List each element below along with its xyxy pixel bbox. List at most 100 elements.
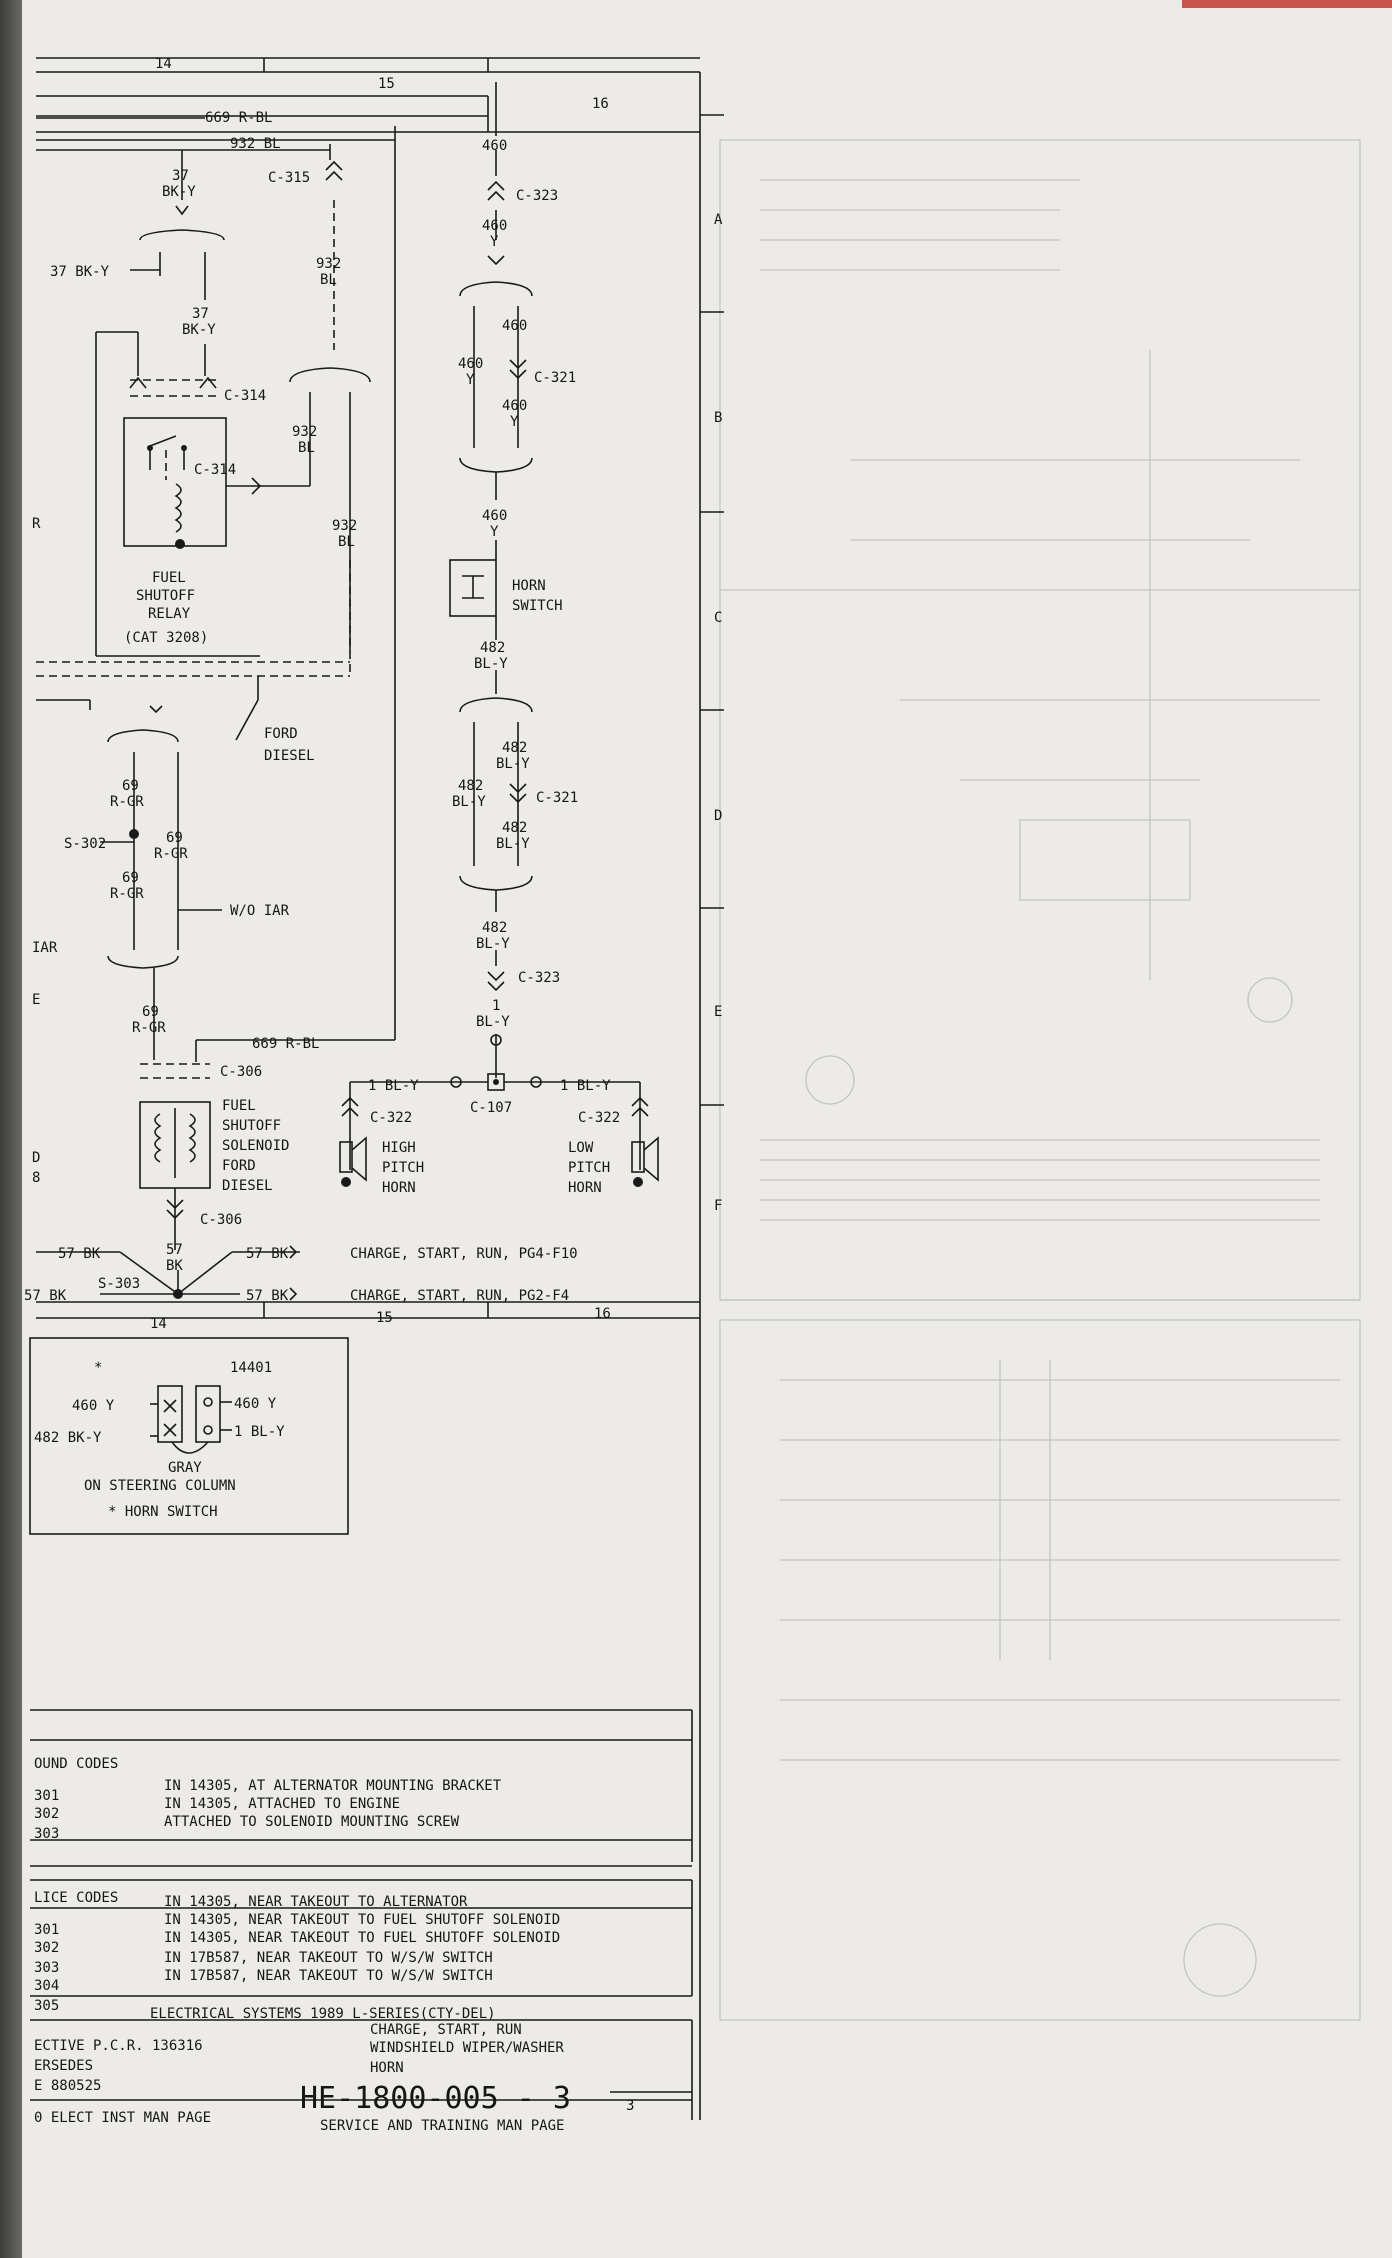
ground-text-303: ATTACHED TO SOLENOID MOUNTING SCREW xyxy=(164,1814,460,1830)
ground-code-301: 301 xyxy=(34,1788,59,1804)
title-block xyxy=(30,2019,693,2120)
splice-text-301: IN 14305, NEAR TAKEOUT TO ALTERNATOR xyxy=(164,1894,468,1910)
wire-669-r-bl-bottom: 669 R-BL xyxy=(252,1036,319,1052)
inset-horn-switch-connector xyxy=(29,1337,349,1535)
solenoid-label-1: FUEL xyxy=(222,1098,256,1114)
wire-57-bk-a: 57 BK xyxy=(246,1246,289,1262)
wire-460-top: 460 xyxy=(482,138,507,154)
left-partial-d: D xyxy=(32,1150,40,1166)
connector-c107: C-107 xyxy=(470,1100,512,1116)
connector-c306-a: C-306 xyxy=(220,1064,262,1080)
wire-932-branch xyxy=(36,367,371,741)
connector-c315: C-315 xyxy=(268,170,310,186)
drawing-frame xyxy=(36,57,724,2120)
relay-label-1: FUEL xyxy=(152,570,186,586)
wire-460-e-y: Y xyxy=(510,414,519,430)
wire-57-bk-left-a: 57 BK xyxy=(58,1246,101,1262)
wire-932-d: BL xyxy=(298,440,315,456)
wire-69-b: 69 xyxy=(166,830,183,846)
show-through-background xyxy=(719,139,1361,2021)
high-horn-1: HIGH xyxy=(382,1140,416,1156)
grid-col-16-bottom: 16 xyxy=(594,1306,611,1322)
relay-label-3: RELAY xyxy=(148,606,191,622)
wire-1-bly: BL-Y xyxy=(476,1014,510,1030)
inset-note: * HORN SWITCH xyxy=(108,1504,218,1520)
wire-37-c: 37 xyxy=(192,306,209,322)
wire-57: 57 xyxy=(166,1242,183,1258)
splice-text-305: IN 17B587, NEAR TAKEOUT TO W/S/W SWITCH xyxy=(164,1968,493,1984)
grid-col-14-bottom: 14 xyxy=(150,1316,167,1332)
grid-row-e: E xyxy=(714,1004,722,1020)
splice-s303: S-303 xyxy=(98,1276,140,1292)
relay-label-4: (CAT 3208) xyxy=(124,630,208,646)
connector-c314-a: C-314 xyxy=(224,388,266,404)
wire-1-bly-right: 1 BL-Y xyxy=(560,1078,611,1094)
wire-69-section xyxy=(100,705,395,1062)
ford-diesel-1: FORD xyxy=(264,726,298,742)
relay-label-2: SHUTOFF xyxy=(136,588,195,604)
splice-text-303: IN 14305, NEAR TAKEOUT TO FUEL SHUTOFF S… xyxy=(164,1930,560,1946)
wire-482-b-bly: BL-Y xyxy=(496,756,530,772)
wire-932-c: 932 xyxy=(292,424,317,440)
ref-charge-start-run-pg2: CHARGE, START, RUN, PG2-F4 xyxy=(350,1288,569,1304)
wire-932-a: 932 xyxy=(316,256,341,272)
ref-charge-start-run-pg4: CHARGE, START, RUN, PG4-F10 xyxy=(350,1246,578,1262)
red-page-tab xyxy=(1182,0,1392,8)
grid-col-15-top: 15 xyxy=(378,76,395,92)
title-service: SERVICE AND TRAINING MAN PAGE xyxy=(320,2118,564,2134)
title-topic-2: WINDSHIELD WIPER/WASHER xyxy=(370,2040,564,2056)
title-effective: ECTIVE P.C.R. 136316 xyxy=(34,2038,203,2054)
left-partial-iar: IAR xyxy=(32,940,58,956)
splice-text-302: IN 14305, NEAR TAKEOUT TO FUEL SHUTOFF S… xyxy=(164,1912,560,1928)
wire-482-a-bly: BL-Y xyxy=(474,656,508,672)
connector-37-upper xyxy=(139,205,225,241)
title-service-page: 3 xyxy=(626,2098,634,2114)
wire-460-f-y: Y xyxy=(490,524,499,540)
wire-57-bk-b: 57 BK xyxy=(246,1288,289,1304)
connector-c322-right: C-322 xyxy=(578,1110,620,1126)
wire-482-a: 482 xyxy=(480,640,505,656)
high-pitch-horn-symbol xyxy=(339,1136,367,1187)
left-partial-8: 8 xyxy=(32,1170,40,1186)
wire-460-b: 460 xyxy=(482,218,507,234)
ground-code-303: 303 xyxy=(34,1826,59,1842)
title-page-code: HE-1800-005 - 3 xyxy=(300,2081,571,2116)
wire-482-c-bly: BL-Y xyxy=(452,794,486,810)
title-elect-label: 0 ELECT INST MAN PAGE xyxy=(34,2110,211,2126)
connector-c306-b: C-306 xyxy=(200,1212,242,1228)
fuel-shutoff-relay xyxy=(95,332,310,657)
connector-c321-bottom: C-321 xyxy=(536,790,578,806)
wire-37-bk-y-c: BK-Y xyxy=(182,322,216,338)
low-pitch-horn-symbol xyxy=(631,1136,659,1187)
wire-69-r-gr-d: R-GR xyxy=(132,1020,166,1036)
inset-code-14401: 14401 xyxy=(230,1360,272,1376)
wire-482-d-bly: BL-Y xyxy=(496,836,530,852)
wire-37-a: 37 xyxy=(172,168,189,184)
low-horn-1: LOW xyxy=(568,1140,594,1156)
grid-row-f: F xyxy=(714,1198,722,1214)
title-topic-1: CHARGE, START, RUN xyxy=(370,2022,522,2038)
wire-69-a: 69 xyxy=(122,778,139,794)
wire-37-bk-y-left: 37 BK-Y xyxy=(50,264,110,280)
inset-color-gray: GRAY xyxy=(168,1460,202,1476)
fuel-shutoff-solenoid xyxy=(139,1063,211,1250)
wire-482-c: 482 xyxy=(458,778,483,794)
high-horn-2: PITCH xyxy=(382,1160,424,1176)
wire-932-bl-top: 932 BL xyxy=(230,136,281,152)
grid-row-d: D xyxy=(714,808,722,824)
ground-codes-title: OUND CODES xyxy=(34,1756,118,1772)
inset-location: ON STEERING COLUMN xyxy=(84,1478,236,1494)
ground-text-301: IN 14305, AT ALTERNATOR MOUNTING BRACKET xyxy=(164,1778,502,1794)
splice-codes-title: LICE CODES xyxy=(34,1890,118,1906)
ground-code-302: 302 xyxy=(34,1806,59,1822)
left-partial-r: R xyxy=(32,516,41,532)
horn-switch-label-1: HORN xyxy=(512,578,546,594)
connector-c323-bottom: C-323 xyxy=(518,970,560,986)
wire-1-bly-left: 1 BL-Y xyxy=(368,1078,419,1094)
ground-bus-57 xyxy=(36,1245,300,1301)
splice-code-305: 305 xyxy=(34,1998,59,2014)
ground-text-302: IN 14305, ATTACHED TO ENGINE xyxy=(164,1796,400,1812)
solenoid-label-5: DIESEL xyxy=(222,1178,273,1194)
wire-482-d: 482 xyxy=(502,820,527,836)
